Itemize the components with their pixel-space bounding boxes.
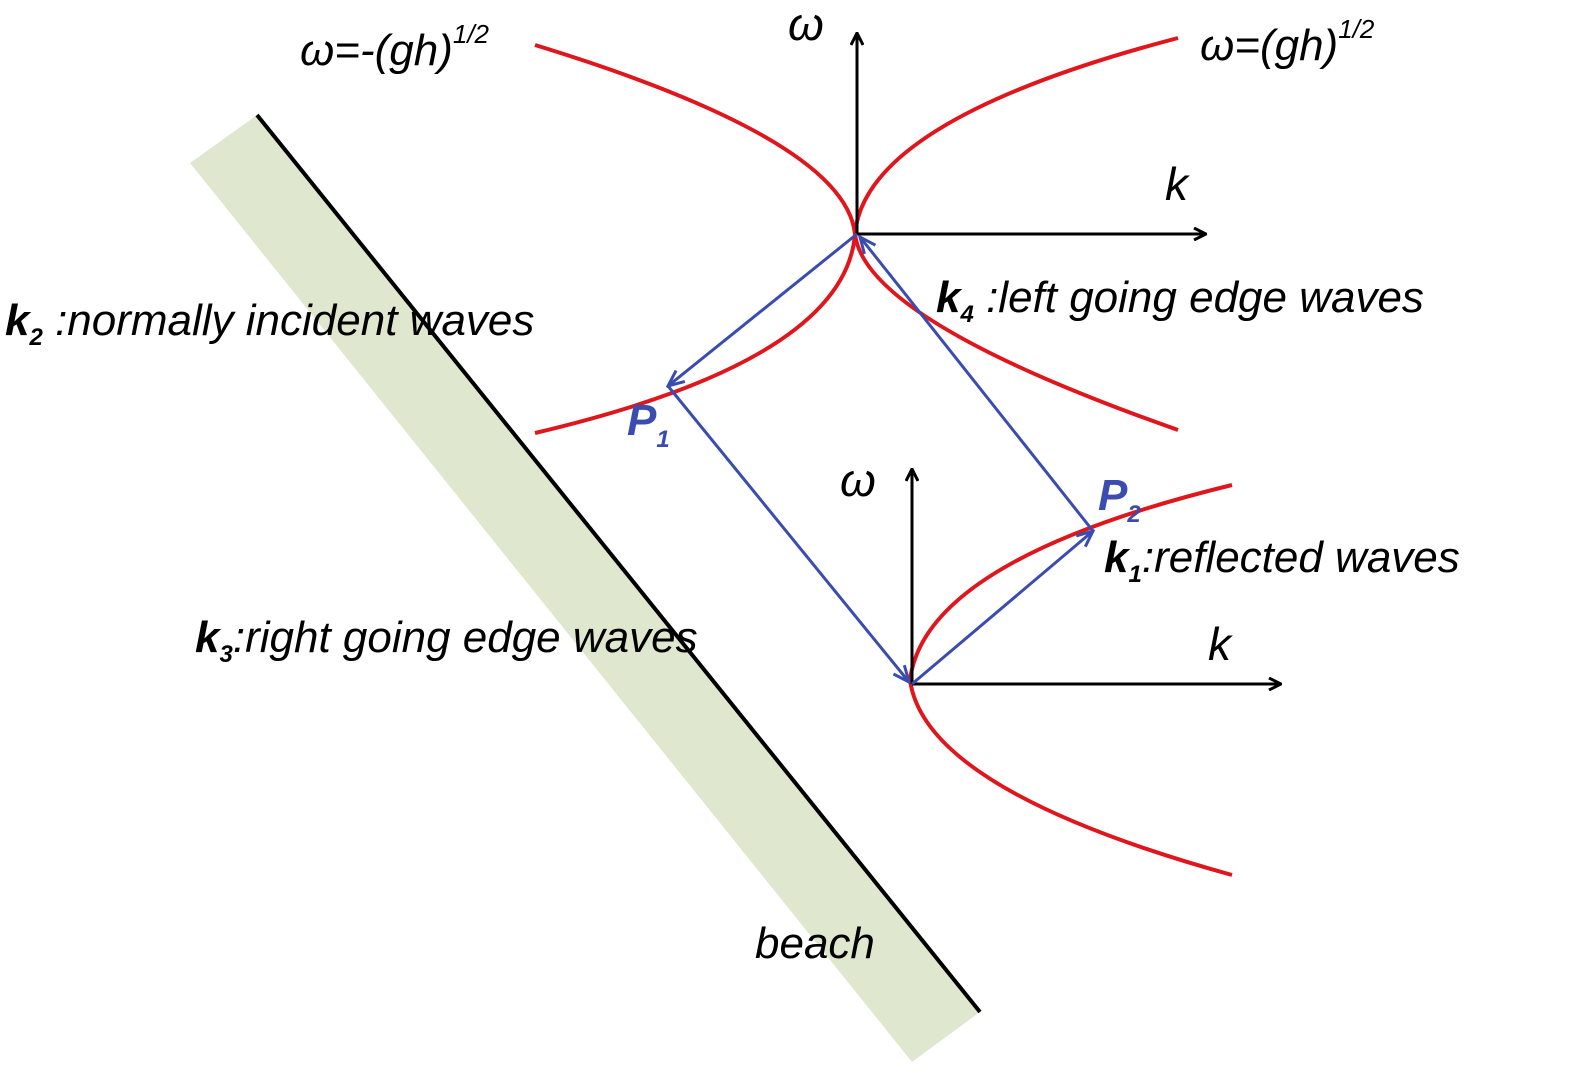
vector-k1 (911, 531, 1093, 686)
upper-omega-label: ω (788, 0, 824, 50)
wave-label-k1: k1:reflected waves (1104, 533, 1460, 588)
upper-curve-positive-branch-top (853, 36, 1179, 235)
wave-label-k4: k4 :left going edge waves (936, 273, 1424, 328)
upper-curve-negative-branch-top (534, 43, 857, 235)
upper-k-label: k (1165, 158, 1190, 210)
upper-curve-positive-branch-bottom (853, 233, 1179, 432)
vector-k2 (668, 232, 858, 386)
lower-curve-upper-branch (908, 483, 1233, 681)
lower-curve-lower-branch (908, 679, 1233, 877)
wave-label-k3: k3:right going edge waves (195, 613, 698, 668)
beach-label: beach (755, 919, 875, 968)
curve-label-negative: ω=-(gh)1/2 (300, 19, 490, 75)
upper-curve-negative-branch-bottom (534, 233, 857, 435)
beach-shoreline (255, 113, 982, 1014)
curve-label-positive: ω=(gh)1/2 (1200, 14, 1375, 70)
vector-k3 (666, 385, 909, 682)
wave-label-k2: k2 :normally incident waves (5, 296, 534, 351)
point-p1-label: P1 (627, 396, 670, 453)
vector-k4 (860, 237, 1095, 532)
beach-strip (190, 115, 980, 1062)
lower-k-label: k (1208, 618, 1233, 670)
point-p2-label: P2 (1098, 471, 1141, 528)
lower-omega-label: ω (840, 454, 876, 506)
